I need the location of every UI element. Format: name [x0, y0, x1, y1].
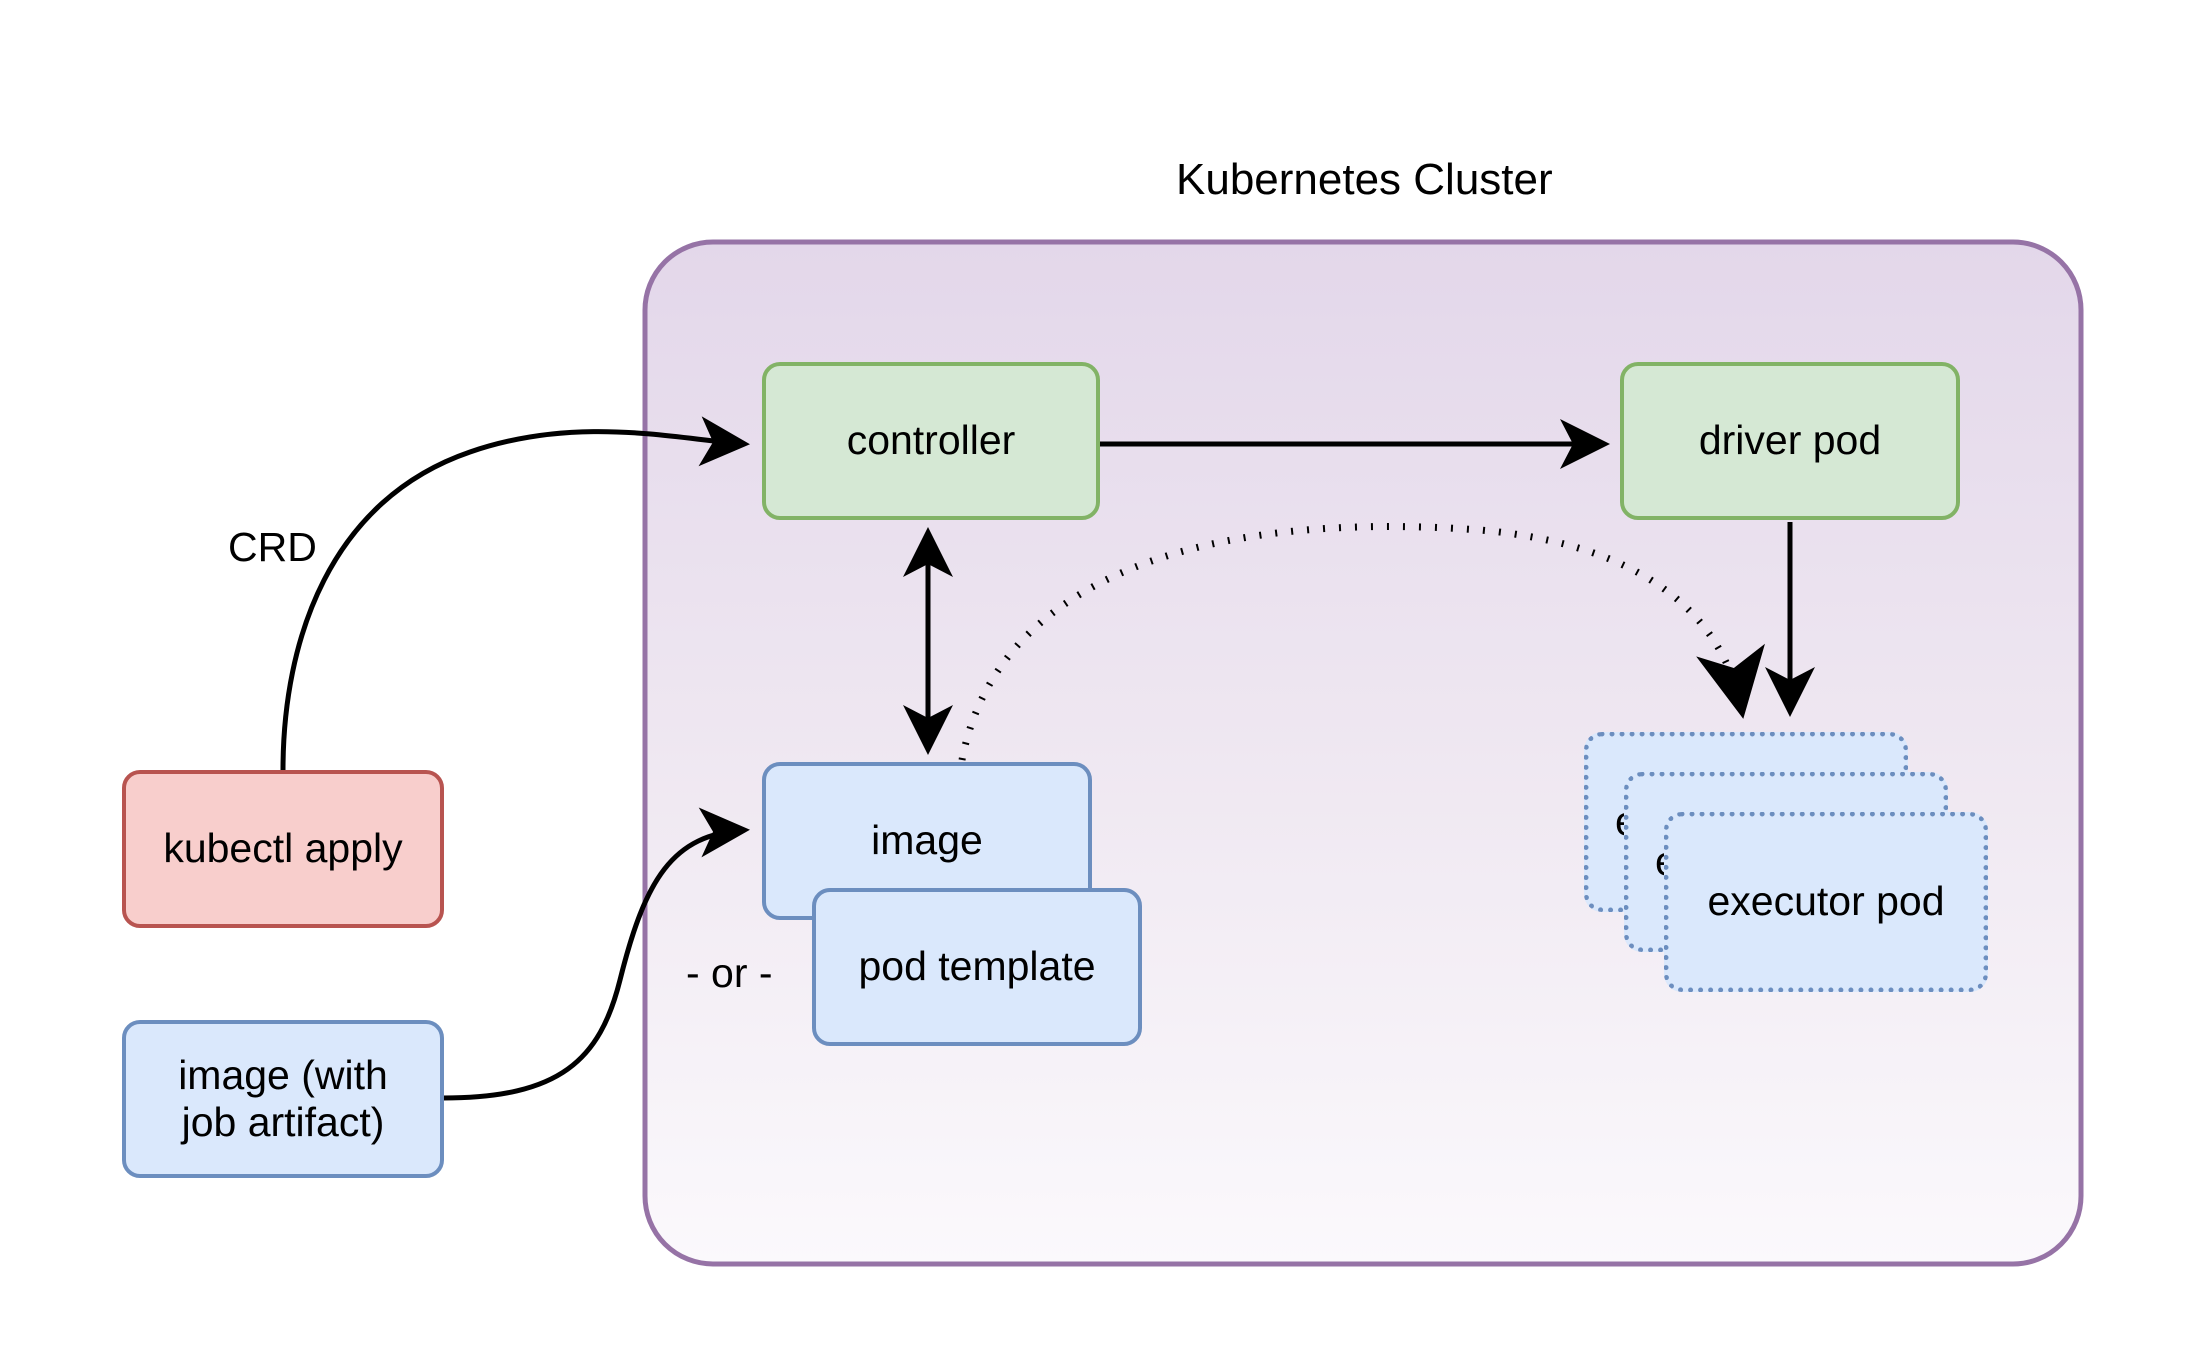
executor-pod-label-1: executor pod — [1707, 878, 1945, 925]
edge-label-crd: CRD — [228, 524, 317, 570]
driver-pod-label: driver pod — [1698, 417, 1882, 464]
node-kubectl-apply[interactable]: kubectl apply — [122, 770, 444, 928]
node-image-with-job-artifact[interactable]: image (with job artifact) — [122, 1020, 444, 1178]
pod-template-label: pod template — [858, 943, 1096, 990]
controller-label: controller — [846, 417, 1016, 464]
node-pod-template[interactable]: pod template — [812, 888, 1142, 1046]
kubectl-apply-label: kubectl apply — [163, 825, 403, 872]
image-label: image — [871, 817, 983, 864]
executor-pod-card-1[interactable]: executor pod — [1664, 812, 1988, 992]
cluster-title: Kubernetes Cluster — [1176, 155, 1553, 204]
edge-label-or: - or - — [686, 950, 773, 996]
node-controller[interactable]: controller — [762, 362, 1100, 520]
image-with-job-artifact-label: image (with job artifact) — [178, 1051, 388, 1145]
node-driver-pod[interactable]: driver pod — [1620, 362, 1960, 520]
